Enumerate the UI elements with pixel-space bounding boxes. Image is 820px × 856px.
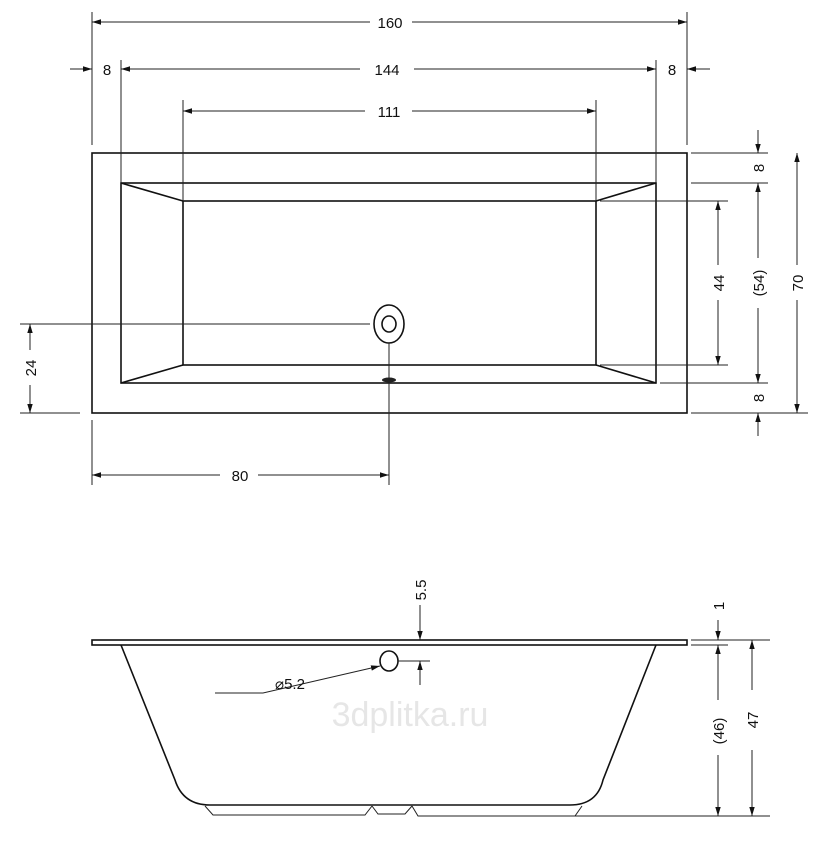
side-dimension-lines: [215, 605, 755, 816]
tub-body-profile: [120, 644, 657, 806]
dim-inner-length: 144: [374, 62, 399, 79]
dim-drain-offset-x: 80: [232, 468, 249, 485]
dim-overflow-from-rim: 5.5: [413, 580, 430, 601]
side-view: 3dplitka.ru 5.5 ⌀5.2 (46) 1 (46) 47: [91, 580, 770, 817]
dim-bottom-rim: 8: [751, 394, 768, 402]
basin-floor-outline: [182, 200, 597, 366]
tub-feet: [204, 805, 583, 817]
side-extension-lines: [398, 639, 770, 817]
dim-overflow-diameter: ⌀5.2: [275, 676, 305, 693]
dim-drain-offset-y: 24: [23, 360, 40, 377]
dim-left-rim: 8: [103, 62, 111, 79]
watermark: 3dplitka.ru: [332, 696, 489, 734]
rim-profile: [91, 639, 688, 646]
top-view: 160 144 8 8 111 8 8 44 (54) 70 24 80: [20, 12, 808, 485]
dim-rim-thickness-label: 1: [711, 602, 728, 610]
basin-slope-lines: [120, 182, 657, 384]
dim-inner-depth: (46): [711, 718, 728, 745]
dim-floor-width: 44: [711, 275, 728, 292]
dim-overall-height: 47: [745, 712, 762, 729]
overflow-hole-icon: [379, 650, 399, 672]
drain-outer-icon: [373, 304, 405, 344]
dim-floor-length: 111: [378, 104, 401, 121]
drain-inner-icon: [381, 315, 397, 333]
dim-right-rim: 8: [668, 62, 676, 79]
dim-overall-length: 160: [377, 15, 402, 32]
dimension-lines: [27, 19, 800, 478]
extension-lines: [20, 12, 808, 485]
dim-inner-width: (54): [751, 270, 768, 297]
dim-overall-width: 70: [790, 275, 807, 292]
dim-top-rim: 8: [751, 164, 768, 172]
